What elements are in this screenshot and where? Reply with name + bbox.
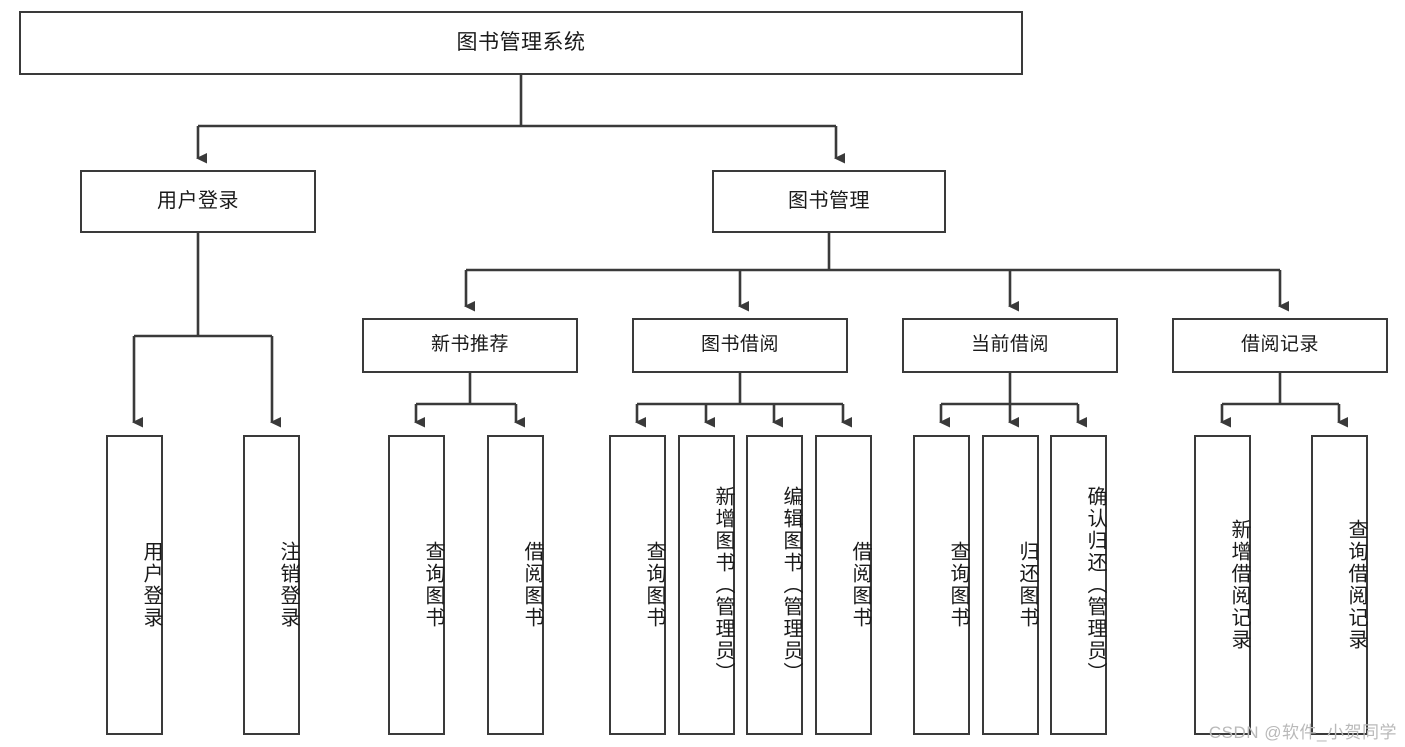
node-new-book-recommend[interactable]: 新书推荐: [362, 318, 578, 373]
node-label: 新增图书（管理员）: [712, 486, 734, 684]
leaf-return-book[interactable]: 归还图书: [982, 435, 1039, 735]
leaf-logout[interactable]: 注销登录: [243, 435, 300, 735]
leaf-borrow-book[interactable]: 借阅图书: [815, 435, 872, 735]
node-label: 编辑图书（管理员）: [780, 486, 802, 684]
leaf-add-borrow-record[interactable]: 新增借阅记录: [1194, 435, 1251, 735]
node-label: 用户登录: [157, 189, 239, 212]
node-label: 图书管理系统: [456, 30, 586, 54]
node-label: 借阅记录: [1240, 334, 1319, 356]
leaf-borrow-book-new[interactable]: 借阅图书: [487, 435, 544, 735]
leaf-query-borrow-record[interactable]: 查询借阅记录: [1311, 435, 1368, 735]
node-user-login[interactable]: 用户登录: [80, 170, 316, 233]
node-label: 查询图书: [643, 541, 665, 629]
node-label: 图书借阅: [700, 334, 779, 356]
node-label: 借阅图书: [849, 541, 871, 629]
leaf-confirm-return-admin[interactable]: 确认归还（管理员）: [1050, 435, 1107, 735]
node-label: 注销登录: [277, 541, 299, 629]
node-label: 查询图书: [947, 541, 969, 629]
node-label: 用户登录: [140, 541, 162, 629]
leaf-add-book-admin[interactable]: 新增图书（管理员）: [678, 435, 735, 735]
leaf-user-login[interactable]: 用户登录: [106, 435, 163, 735]
leaf-query-book-new[interactable]: 查询图书: [388, 435, 445, 735]
csdn-watermark: CSDN @软件_小贺同学: [1208, 723, 1397, 742]
node-current-borrow[interactable]: 当前借阅: [902, 318, 1118, 373]
node-label: 查询图书: [422, 541, 444, 629]
node-label: 新增借阅记录: [1228, 519, 1250, 651]
node-label: 当前借阅: [970, 334, 1049, 356]
node-label: 图书管理: [788, 189, 870, 212]
leaf-edit-book-admin[interactable]: 编辑图书（管理员）: [746, 435, 803, 735]
node-label: 新书推荐: [430, 334, 509, 356]
node-book-management[interactable]: 图书管理: [712, 170, 946, 233]
node-borrow-record[interactable]: 借阅记录: [1172, 318, 1388, 373]
node-root-system[interactable]: 图书管理系统: [19, 11, 1023, 75]
node-label: 查询借阅记录: [1345, 519, 1367, 651]
node-label: 借阅图书: [521, 541, 543, 629]
leaf-query-book-current[interactable]: 查询图书: [913, 435, 970, 735]
node-label: 确认归还（管理员）: [1084, 486, 1106, 684]
node-book-borrow[interactable]: 图书借阅: [632, 318, 848, 373]
node-label: 归还图书: [1016, 541, 1038, 629]
leaf-query-book[interactable]: 查询图书: [609, 435, 666, 735]
